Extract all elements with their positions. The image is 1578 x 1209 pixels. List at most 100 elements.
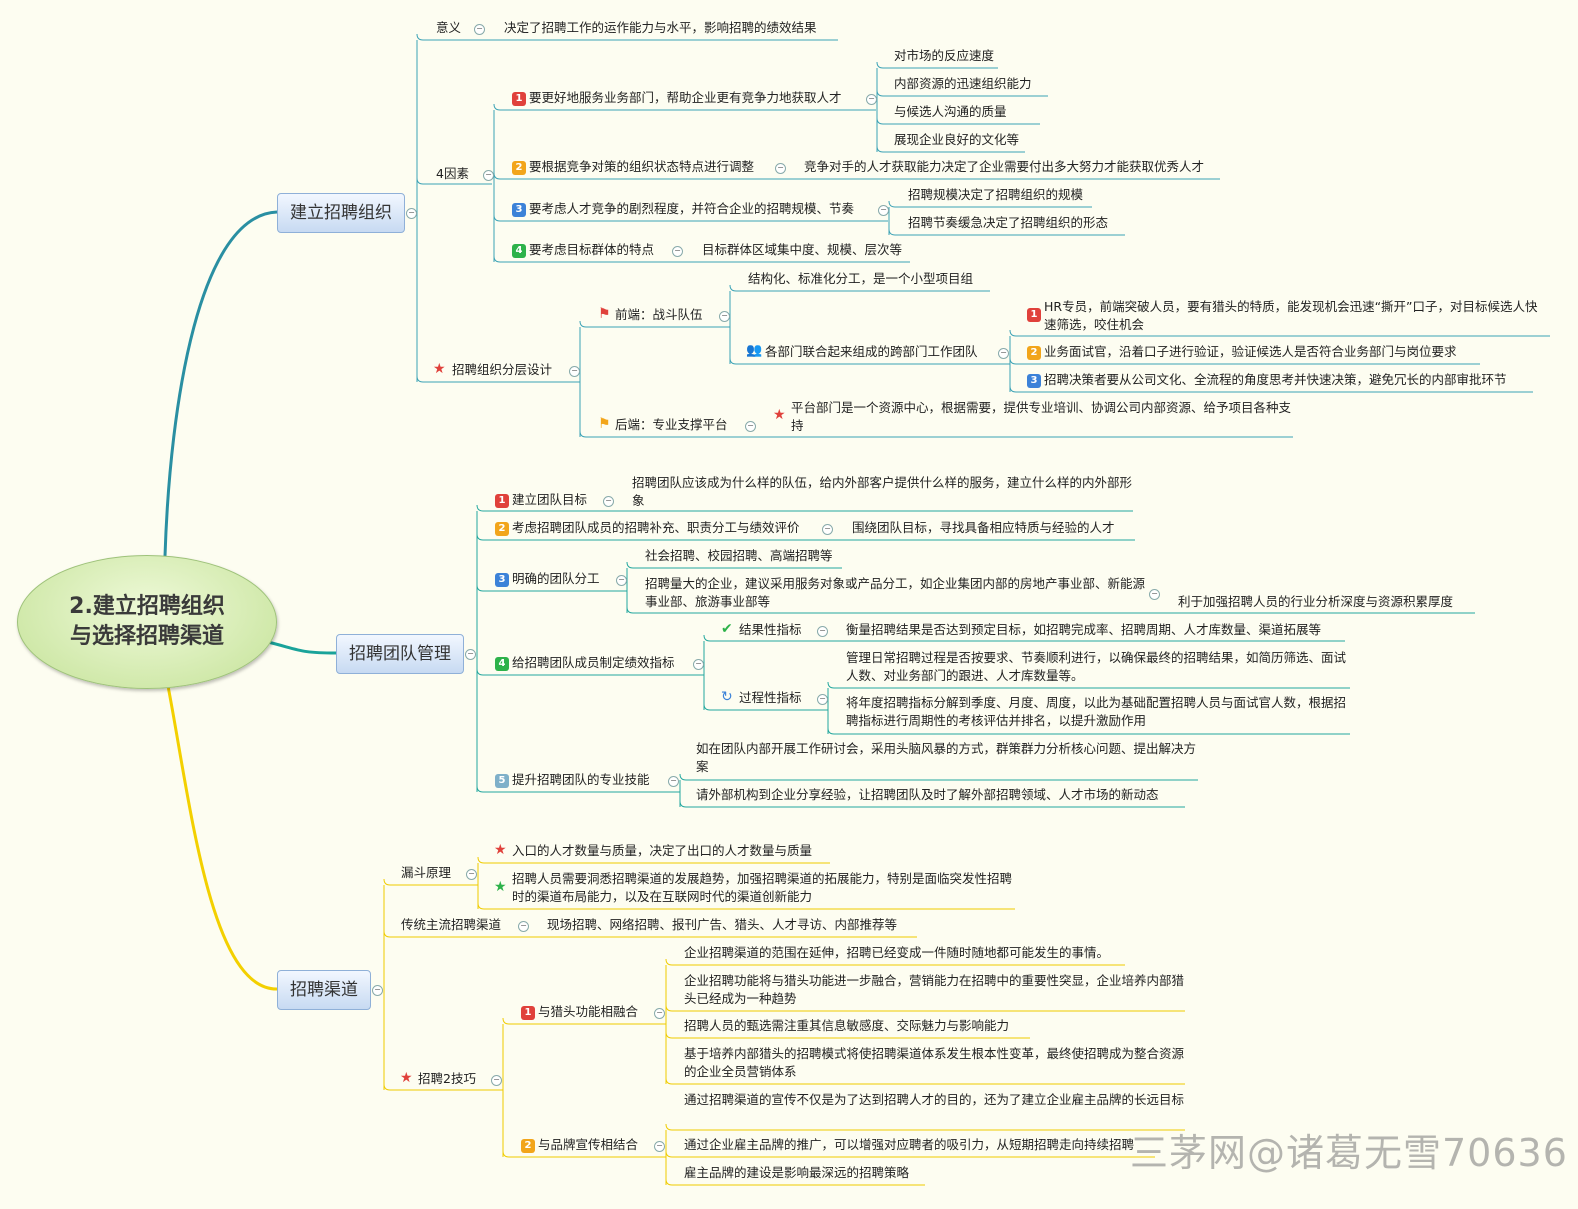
collapse-toggle[interactable]: −	[465, 649, 476, 660]
priority-2-icon: 2	[1027, 346, 1041, 360]
org-factors-label[interactable]: 4因素	[436, 166, 469, 181]
connector	[163, 210, 278, 557]
layer-back-label[interactable]: 后端：专业支撑平台	[615, 417, 728, 432]
team-kpi-label[interactable]: 给招聘团队成员制定绩效指标	[512, 655, 675, 670]
kpi-process-item: 将年度招聘指标分解到季度、月度、周度，以此为基础配置招聘人员与面试官人数，根据招…	[846, 695, 1347, 728]
skill-brand-item: 雇主品牌的建设是影响最深远的招聘策略	[684, 1165, 910, 1180]
factor-1-label[interactable]: 要更好地服务业务部门，帮助企业更有竞争力地获取人才	[529, 90, 842, 105]
topic-recruit-channel[interactable]: 招聘渠道	[277, 970, 371, 1010]
collapse-toggle[interactable]: −	[466, 869, 477, 880]
connector	[1009, 385, 1533, 393]
connector	[888, 228, 1125, 236]
priority-1-icon: 1	[495, 494, 509, 508]
connector	[579, 320, 730, 328]
root-topic[interactable]: 2.建立招聘组织与选择招聘渠道	[17, 555, 277, 689]
channel-skills-label[interactable]: 招聘2技巧	[418, 1071, 476, 1086]
team-division-item: 社会招聘、校园招聘、高端招聘等	[645, 548, 833, 563]
collapse-toggle[interactable]: −	[518, 921, 529, 932]
topic-team-management[interactable]: 招聘团队管理	[336, 634, 464, 674]
connector	[493, 172, 790, 180]
connector	[876, 117, 1040, 125]
connector	[665, 1150, 1155, 1158]
priority-4-icon: 4	[512, 244, 526, 258]
layer-front-label[interactable]: 前端：战斗队伍	[615, 307, 703, 322]
connector	[876, 61, 998, 69]
connector	[665, 1031, 1030, 1039]
kpi-process-item: 管理日常招聘过程是否按要求、节奏顺利进行，以确保最终的招聘结果，如简历筛选、面试…	[846, 650, 1347, 683]
collapse-toggle[interactable]: −	[775, 163, 786, 174]
kpi-result-label[interactable]: 结果性指标	[739, 622, 802, 637]
org-layer-label[interactable]: 招聘组织分层设计	[452, 362, 553, 377]
team-division-label[interactable]: 明确的团队分工	[512, 571, 600, 586]
topic-build-org[interactable]: 建立招聘组织	[277, 193, 405, 233]
collapse-toggle[interactable]: −	[745, 421, 756, 432]
connector	[166, 685, 278, 991]
collapse-toggle[interactable]: −	[719, 311, 730, 322]
connector	[888, 200, 1092, 208]
team-goal-label[interactable]: 建立团队目标	[512, 492, 588, 507]
collapse-toggle[interactable]: −	[817, 626, 828, 637]
root-title: 2.建立招聘组织与选择招聘渠道	[69, 594, 225, 649]
kpi-process-label[interactable]: 过程性指标	[739, 690, 802, 705]
connector	[665, 1178, 925, 1186]
factor-3-item: 招聘节奏缓急决定了招聘组织的形态	[908, 215, 1109, 230]
collapse-toggle[interactable]: −	[1149, 589, 1160, 600]
skill-headhunter-label[interactable]: 与猎头功能相融合	[538, 1004, 639, 1019]
collapse-toggle[interactable]: −	[998, 348, 1009, 359]
connector	[729, 357, 1010, 365]
front-role-item: HR专员，前端突破人员，要有猎头的特质，能发现机会迅速“撕开”口子，对目标候选人…	[1044, 299, 1538, 332]
collapse-toggle[interactable]: −	[822, 524, 833, 535]
connector	[476, 533, 836, 541]
collapse-toggle[interactable]: −	[672, 246, 683, 257]
team-staffing-label[interactable]: 考虑招聘团队成员的招聘补充、职责分工与绩效评价	[512, 520, 800, 535]
layer-back-text: 平台部门是一个资源中心，根据需要，提供专业培训、协调公司内部资源、给予项目各种支…	[791, 400, 1292, 433]
connector	[665, 1077, 1185, 1085]
layer-front-team[interactable]: 各部门联合起来组成的跨部门工作团队	[765, 344, 978, 359]
collapse-toggle[interactable]: −	[693, 659, 704, 670]
connector	[679, 773, 1198, 781]
connector	[876, 89, 1048, 97]
collapse-toggle[interactable]: −	[616, 575, 627, 586]
factor-2-label[interactable]: 要根据竞争对策的组织状态特点进行调整	[529, 159, 755, 174]
priority-4-icon: 4	[495, 657, 509, 671]
connector	[383, 930, 530, 938]
collapse-toggle[interactable]: −	[474, 24, 485, 35]
org-meaning-label[interactable]: 意义	[436, 20, 462, 35]
collapse-toggle[interactable]: −	[372, 985, 383, 996]
connector	[502, 1150, 666, 1158]
collapse-toggle[interactable]: −	[878, 205, 889, 216]
connector	[703, 703, 828, 711]
connector	[579, 430, 760, 438]
team-skill-label[interactable]: 提升招聘团队的专业技能	[512, 772, 650, 787]
collapse-toggle[interactable]: −	[654, 1008, 665, 1019]
skill-headhunter-item: 基于培养内部猎头的招聘模式将使招聘渠道体系发生根本性变革，最终使招聘成为整合资源…	[684, 1046, 1185, 1079]
collapse-toggle[interactable]: −	[569, 366, 580, 377]
skill-brand-label[interactable]: 与品牌宣传相结合	[538, 1137, 639, 1152]
collapse-toggle[interactable]: −	[654, 1141, 665, 1152]
factor-4-text: 目标群体区域集中度、规模、层次等	[702, 242, 903, 257]
collapse-toggle[interactable]: −	[603, 496, 614, 507]
factor-1-item: 对市场的反应速度	[894, 48, 995, 63]
collapse-toggle[interactable]: −	[866, 94, 877, 105]
layer-front-structure: 结构化、标准化分工，是一个小型项目组	[748, 271, 974, 286]
channel-funnel-label[interactable]: 漏斗原理	[401, 865, 452, 880]
collapse-toggle[interactable]: −	[483, 170, 494, 181]
collapse-toggle[interactable]: −	[491, 1075, 502, 1086]
connector	[827, 727, 1350, 735]
priority-2-icon: 2	[512, 161, 526, 175]
kpi-result-text: 衡量招聘结果是否达到预定目标，如招聘完成率、招聘周期、人才库数量、渠道拓展等	[846, 622, 1322, 637]
skill-headhunter-item: 企业招聘渠道的范围在延伸，招聘已经变成一件随时随地都可能发生的事情。	[684, 945, 1110, 960]
factor-1-item: 内部资源的迅速组织能力	[894, 76, 1032, 91]
connector	[876, 145, 1025, 153]
collapse-toggle[interactable]: −	[406, 208, 417, 219]
collapse-toggle[interactable]: −	[817, 694, 828, 705]
collapse-toggle[interactable]: −	[668, 776, 679, 787]
factor-4-label[interactable]: 要考虑目标群体的特点	[529, 242, 655, 257]
factor-3-label[interactable]: 要考虑人才竞争的剧烈程度，并符合企业的招聘规模、节奏	[529, 201, 855, 216]
watermark: 三茅网@诸葛无雪70636	[1130, 1131, 1568, 1175]
channel-traditional-label[interactable]: 传统主流招聘渠道	[401, 917, 502, 932]
connector	[383, 1083, 503, 1091]
connector	[626, 606, 1160, 614]
team-goal-text: 招聘团队应该成为什么样的队伍，给内外部客户提供什么样的服务，建立什么样的内外部形…	[632, 475, 1133, 508]
